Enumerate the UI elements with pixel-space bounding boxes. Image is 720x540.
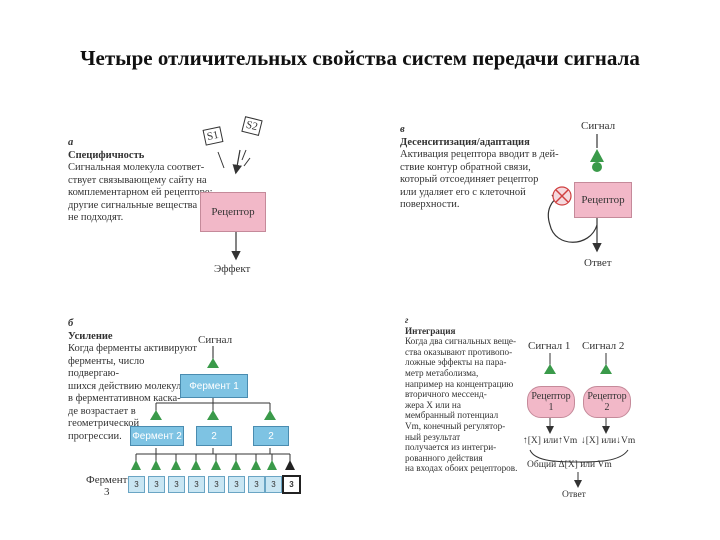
panel-a-text: а Специфичность Сигнальная молекула соот… — [68, 137, 213, 225]
enzyme-3-cell: 3 — [128, 476, 145, 493]
panel-v-body: Активация рецептора вводит в дей- ствие … — [400, 149, 559, 210]
effect-label: Эффект — [214, 263, 251, 275]
enzyme-2-box: 2 — [196, 426, 232, 446]
response-label-v: Ответ — [584, 257, 612, 269]
panel-b-text: б Усиление Когда ферменты активируют фер… — [68, 318, 198, 443]
panel-a-heading: Специфичность — [68, 149, 145, 161]
panel-g-heading: Интеграция — [405, 325, 456, 336]
receptor-2-box: Рецептор 2 — [583, 386, 631, 418]
signal-1-label: Сигнал 1 — [528, 340, 571, 352]
signal-label-b: Сигнал — [198, 334, 233, 346]
page-title: Четыре отличительных свойства систем пер… — [80, 46, 640, 70]
decrease-label: ↓[X] или↓Vm — [581, 436, 636, 446]
enzyme-3-cell: 3 — [148, 476, 165, 493]
increase-label: ↑[X] или↑Vm — [523, 436, 578, 446]
enzyme-3-cell-highlight: 3 — [282, 475, 301, 494]
signal-label-v: Сигнал — [581, 120, 616, 132]
enzyme-3-cell: 3 — [188, 476, 205, 493]
enzyme-3-label: Фермент 3 — [86, 474, 128, 498]
receptor-box-a: Рецептор — [200, 192, 266, 232]
panel-b-body: Когда ферменты активируют ферменты, числ… — [68, 343, 197, 442]
receptor-box-v: Рецептор — [574, 182, 632, 218]
panel-v-text: в Десенситизация/адаптация Активация рец… — [400, 124, 565, 212]
enzyme-1-box: Фермент 1 — [180, 374, 248, 398]
panel-g-graphics — [529, 353, 629, 488]
enzyme-2-box: Фермент 2 — [130, 426, 184, 446]
enzyme-3-cell: 3 — [265, 476, 282, 493]
receptor-1-box: Рецептор 1 — [527, 386, 575, 418]
enzyme-3-cell: 3 — [228, 476, 245, 493]
panel-a-graphics — [217, 149, 251, 261]
panel-b-heading: Усиление — [68, 330, 113, 342]
panel-b-letter: б — [68, 318, 74, 329]
enzyme-3-cell: 3 — [168, 476, 185, 493]
enzyme-3-cell: 3 — [208, 476, 225, 493]
enzyme-3-cell: 3 — [248, 476, 265, 493]
panel-g-letter: г — [405, 315, 409, 325]
total-label: Общий Δ[X] или Vm — [527, 460, 612, 470]
panel-v-graphics — [547, 134, 604, 253]
panel-b-graphics — [131, 346, 295, 470]
panel-g-body: Когда два сигнальных веще- ства оказываю… — [405, 336, 518, 474]
enzyme-2-box: 2 — [253, 426, 289, 446]
response-label-g: Ответ — [562, 490, 586, 500]
panel-v-heading: Десенситизация/адаптация — [400, 136, 530, 148]
panel-v-letter: в — [400, 124, 405, 135]
signal-2-label: Сигнал 2 — [582, 340, 625, 352]
panel-a-body: Сигнальная молекула соответ- ствует связ… — [68, 162, 213, 223]
panel-g-text: г Интеграция Когда два сигнальных веще- … — [405, 315, 525, 474]
panel-a-letter: а — [68, 137, 74, 148]
